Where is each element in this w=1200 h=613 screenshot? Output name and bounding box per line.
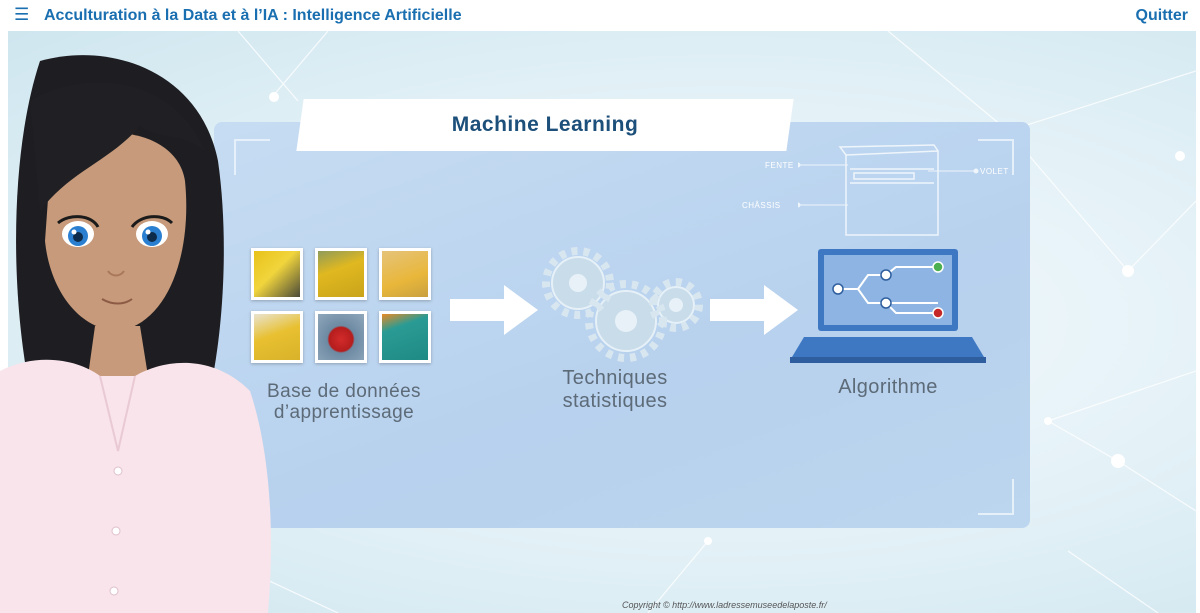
schematic-label-fente: FENTE: [765, 161, 794, 170]
panel-corner-bracket: [978, 479, 1014, 515]
mailbox-photo: [315, 311, 367, 363]
mailbox-photo: [251, 311, 303, 363]
algorithm-label: Algorithme: [838, 376, 938, 398]
arrow-right-icon: [450, 285, 538, 335]
course-title: Acculturation à la Data et à l’IA : Inte…: [44, 7, 462, 24]
avatar-eyes: [57, 215, 174, 247]
techniques-label-line-2: statistiques: [562, 390, 668, 412]
gears-icon: [542, 247, 703, 362]
slide-title: Machine Learning: [451, 113, 639, 136]
schematic-label-chassis: CHÂSSIS: [742, 201, 781, 210]
mailbox-photo: [315, 248, 367, 300]
mailbox-schematic-drawing: [838, 144, 939, 236]
background-network-decoration: [237, 31, 1196, 613]
quit-button[interactable]: Quitter: [1135, 7, 1188, 24]
laptop-algorithm-icon: [790, 249, 986, 363]
schematic-leader-lines: [798, 162, 979, 208]
dataset-label: Base de données d’apprentissage: [244, 381, 444, 423]
schematic-label-volet: VOLET: [980, 167, 1009, 176]
top-bar: ☰ Acculturation à la Data et à l’IA : In…: [0, 0, 1200, 31]
techniques-label: Techniques statistiques: [520, 367, 710, 413]
techniques-label-line-1: Techniques: [562, 367, 668, 389]
mailbox-photo: [251, 248, 303, 300]
panel-corner-bracket: [234, 139, 270, 175]
panel-corner-bracket: [978, 139, 1014, 175]
mailbox-photo: [379, 311, 431, 363]
presenter-avatar: [0, 55, 271, 613]
arrow-right-icon: [710, 285, 798, 335]
mailbox-photo: [379, 248, 431, 300]
dataset-label-line-1: Base de données: [267, 381, 421, 402]
copyright-text: Copyright © http://www.ladressemuseedela…: [622, 600, 827, 610]
hamburger-menu-icon[interactable]: ☰: [14, 5, 30, 24]
dataset-label-line-2: d’apprentissage: [273, 402, 415, 423]
